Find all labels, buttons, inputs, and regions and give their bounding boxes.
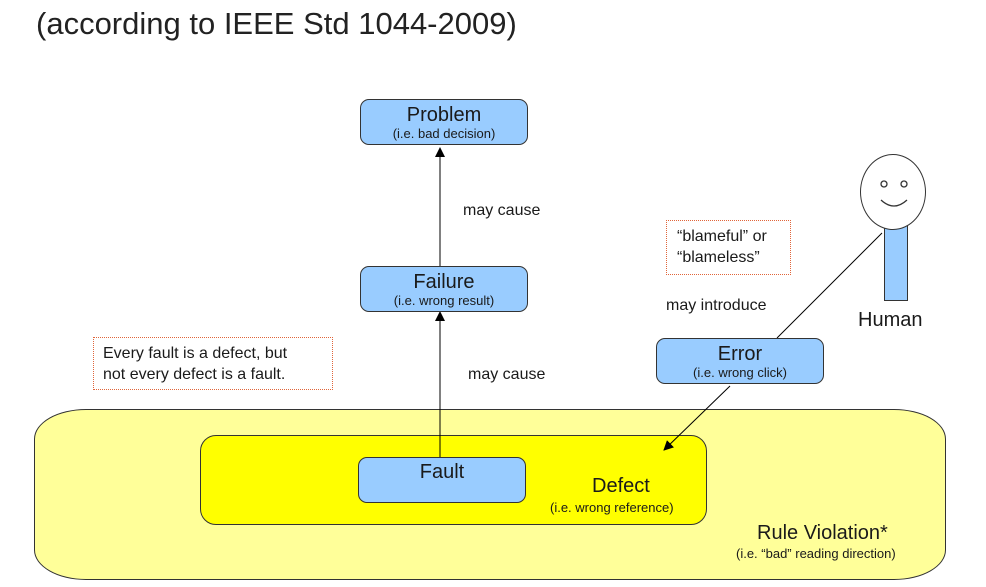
edge-label-fault-failure: may cause bbox=[468, 366, 546, 383]
page-title: (according to IEEE Std 1044-2009) bbox=[36, 6, 517, 41]
fault-defect-note-line1: Every fault is a defect, but bbox=[103, 345, 288, 362]
fault-node: Fault bbox=[358, 457, 526, 503]
problem-sub: (i.e. bad decision) bbox=[392, 126, 496, 141]
failure-label: Failure bbox=[413, 271, 475, 293]
error-node: Error (i.e. wrong click) bbox=[656, 338, 824, 384]
error-label: Error bbox=[717, 343, 763, 365]
rule-violation-label: Rule Violation* bbox=[757, 522, 888, 544]
problem-node: Problem (i.e. bad decision) bbox=[360, 99, 528, 145]
fault-defect-note-line2: not every defect is a fault. bbox=[103, 366, 286, 383]
rule-violation-sub: (i.e. “bad” reading direction) bbox=[736, 546, 896, 561]
fault-label: Fault bbox=[419, 461, 465, 483]
line-human-to-error bbox=[776, 232, 883, 339]
human-label: Human bbox=[858, 309, 923, 331]
blame-note-line2: “blameless” bbox=[677, 249, 760, 266]
problem-label: Problem bbox=[406, 104, 482, 126]
blame-note: “blameful” or “blameless” bbox=[666, 220, 791, 275]
human-body bbox=[884, 225, 908, 301]
arrow-error-to-defect bbox=[663, 385, 731, 451]
edge-label-failure-problem: may cause bbox=[463, 202, 541, 219]
error-sub: (i.e. wrong click) bbox=[693, 365, 787, 380]
human-face-icon bbox=[860, 154, 926, 230]
failure-node: Failure (i.e. wrong result) bbox=[360, 266, 528, 312]
defect-label: Defect bbox=[592, 475, 650, 497]
failure-sub: (i.e. wrong result) bbox=[393, 293, 495, 308]
blame-note-line1: “blameful” or bbox=[677, 228, 767, 245]
defect-sub: (i.e. wrong reference) bbox=[550, 500, 674, 515]
edge-label-human-error: may introduce bbox=[666, 297, 767, 314]
fault-defect-note: Every fault is a defect, but not every d… bbox=[93, 337, 333, 390]
